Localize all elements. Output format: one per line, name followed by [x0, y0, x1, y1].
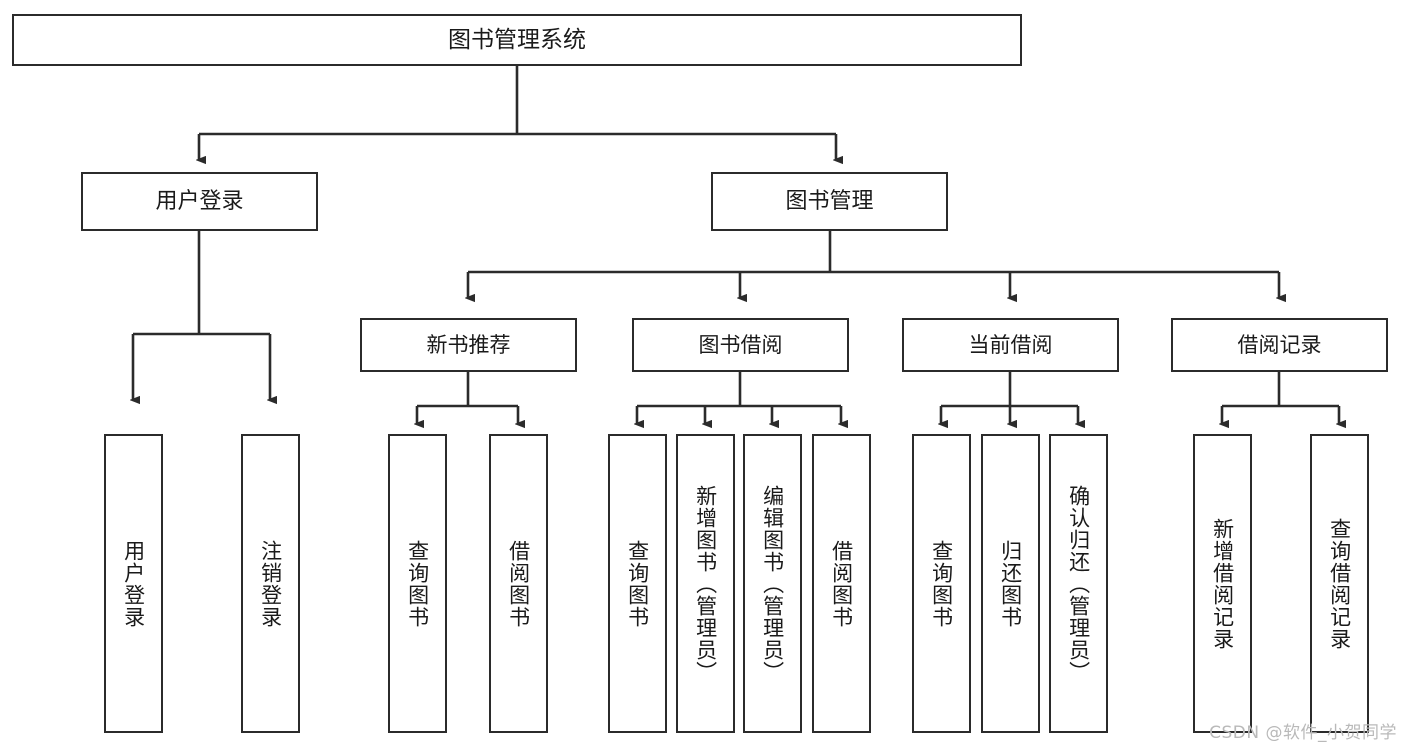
node-new-book-recommend-label: 新书推荐	[426, 332, 511, 357]
leaf-query-book-1[interactable]: 查询图书	[388, 434, 447, 733]
leaf-add-record-label: 新增借阅记录	[1210, 517, 1235, 650]
node-borrow-record[interactable]: 借阅记录	[1171, 318, 1388, 372]
node-current-borrow[interactable]: 当前借阅	[902, 318, 1119, 372]
leaf-borrow-book-2[interactable]: 借阅图书	[812, 434, 871, 733]
leaf-logout[interactable]: 注销登录	[241, 434, 300, 733]
leaf-query-book-1-label: 查询图书	[405, 539, 430, 628]
node-book-borrow[interactable]: 图书借阅	[632, 318, 849, 372]
leaf-query-record-label: 查询借阅记录	[1327, 517, 1352, 650]
leaf-query-book-3-label: 查询图书	[929, 539, 954, 628]
node-book-borrow-label: 图书借阅	[698, 332, 783, 357]
leaf-confirm-return[interactable]: 确认归还（管理员）	[1049, 434, 1108, 733]
leaf-query-book-2-label: 查询图书	[625, 539, 650, 628]
leaf-add-book-label: 新增图书（管理员）	[693, 484, 718, 683]
leaf-return-book[interactable]: 归还图书	[981, 434, 1040, 733]
node-user-login[interactable]: 用户登录	[81, 172, 318, 231]
leaf-edit-book-label: 编辑图书（管理员）	[760, 484, 785, 683]
leaf-borrow-book-1-label: 借阅图书	[506, 539, 531, 628]
node-book-management-label: 图书管理	[785, 188, 874, 214]
leaf-edit-book[interactable]: 编辑图书（管理员）	[743, 434, 802, 733]
leaf-add-book[interactable]: 新增图书（管理员）	[676, 434, 735, 733]
node-user-login-label: 用户登录	[155, 188, 244, 214]
leaf-user-login-label: 用户登录	[121, 539, 146, 628]
leaf-return-book-label: 归还图书	[998, 539, 1023, 628]
node-borrow-record-label: 借阅记录	[1237, 332, 1322, 357]
node-current-borrow-label: 当前借阅	[968, 332, 1053, 357]
node-book-management[interactable]: 图书管理	[711, 172, 948, 231]
leaf-user-login[interactable]: 用户登录	[104, 434, 163, 733]
leaf-query-record[interactable]: 查询借阅记录	[1310, 434, 1369, 733]
leaf-query-book-2[interactable]: 查询图书	[608, 434, 667, 733]
leaf-confirm-return-label: 确认归还（管理员）	[1066, 484, 1091, 683]
node-new-book-recommend[interactable]: 新书推荐	[360, 318, 577, 372]
leaf-borrow-book-1[interactable]: 借阅图书	[489, 434, 548, 733]
leaf-logout-label: 注销登录	[258, 539, 283, 628]
watermark: CSDN @软件_小贺同学	[1209, 723, 1397, 743]
node-root[interactable]: 图书管理系统	[12, 14, 1022, 66]
leaf-borrow-book-2-label: 借阅图书	[829, 539, 854, 628]
leaf-query-book-3[interactable]: 查询图书	[912, 434, 971, 733]
leaf-add-record[interactable]: 新增借阅记录	[1193, 434, 1252, 733]
node-root-label: 图书管理系统	[448, 26, 586, 53]
